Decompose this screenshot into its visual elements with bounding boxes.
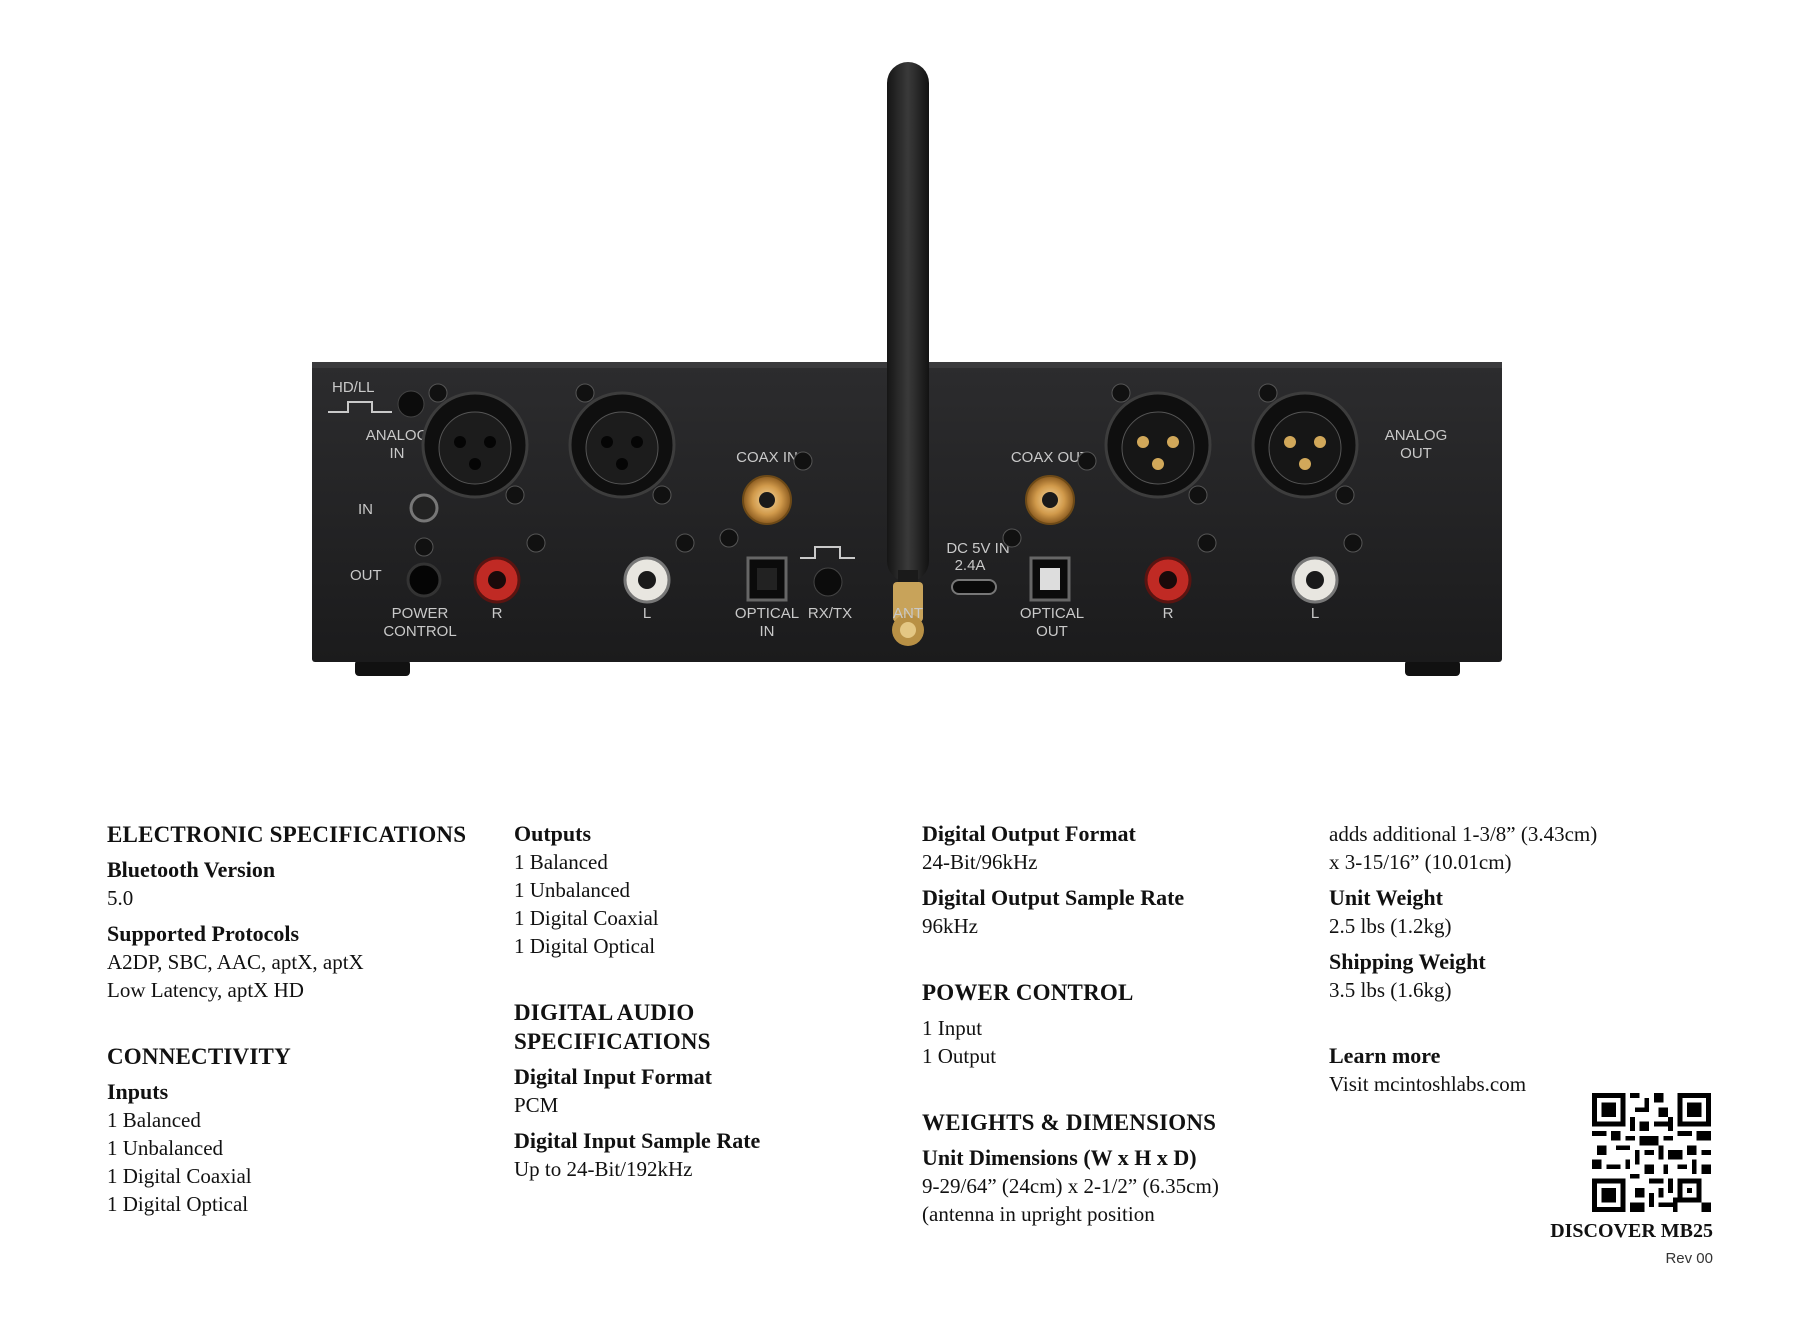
- specs-column-4: adds additional 1-3/8” (3.43cm) x 3-15/1…: [1329, 820, 1749, 1106]
- svg-text:IN: IN: [390, 445, 405, 462]
- shipping-weight-label: Shipping Weight: [1329, 949, 1486, 974]
- section-title-connectivity: CONNECTIVITY: [107, 1044, 291, 1069]
- svg-text:OPTICAL: OPTICAL: [735, 605, 799, 622]
- digital-output-format-label: Digital Output Format: [922, 821, 1136, 846]
- outputs-item: 1 Digital Optical: [514, 934, 656, 958]
- svg-text:OUT: OUT: [350, 567, 382, 584]
- specs-column-1: ELECTRONIC SPECIFICATIONS Bluetooth Vers…: [107, 820, 497, 1226]
- foot-right: [1405, 660, 1460, 676]
- svg-text:2.4A: 2.4A: [955, 557, 986, 574]
- svg-text:IN: IN: [760, 623, 775, 640]
- supported-protocols-value: Low Latency, aptX HD: [107, 978, 304, 1002]
- outputs-item: 1 Digital Coaxial: [514, 906, 659, 930]
- foot-left: [355, 660, 410, 676]
- digital-input-format-label: Digital Input Format: [514, 1064, 712, 1089]
- hdll-button[interactable]: [397, 390, 425, 418]
- svg-text:R: R: [492, 605, 503, 622]
- power-control-out-jack: [406, 562, 442, 598]
- unit-weight-value: 2.5 lbs (1.2kg): [1329, 914, 1452, 938]
- inputs-item: 1 Unbalanced: [107, 1136, 224, 1160]
- svg-text:OPTICAL: OPTICAL: [1020, 605, 1084, 622]
- product-rear-panel-image: HD/LL ANALOG IN IN OUT POWER CONTROL R L…: [300, 50, 1510, 690]
- usb-c-port: [951, 579, 997, 595]
- digital-input-rate-value: Up to 24-Bit/192kHz: [514, 1157, 693, 1181]
- svg-text:COAX OUT: COAX OUT: [1011, 449, 1089, 466]
- inputs-item: 1 Digital Optical: [107, 1192, 249, 1216]
- inputs-label: Inputs: [107, 1079, 169, 1104]
- antenna: [887, 62, 929, 646]
- svg-text:RX/TX: RX/TX: [808, 605, 852, 622]
- section-title-power-control: POWER CONTROL: [922, 980, 1134, 1005]
- qr-code-icon[interactable]: [1592, 1093, 1711, 1212]
- digital-output-rate-label: Digital Output Sample Rate: [922, 885, 1185, 910]
- supported-protocols-label: Supported Protocols: [107, 921, 300, 946]
- power-control-item: 1 Input: [922, 1016, 983, 1040]
- hdll-label: HD/LL: [332, 379, 375, 396]
- inputs-item: 1 Balanced: [107, 1108, 201, 1132]
- revision-label: Rev 00: [1665, 1250, 1713, 1267]
- svg-text:ANT: ANT: [893, 605, 923, 622]
- power-control-item: 1 Output: [922, 1044, 997, 1068]
- svg-text:DC 5V IN: DC 5V IN: [946, 540, 1009, 557]
- outputs-label: Outputs: [514, 821, 592, 846]
- svg-text:ANALOG: ANALOG: [366, 427, 429, 444]
- unit-dimensions-value: (antenna in upright position: [922, 1202, 1155, 1226]
- svg-text:OUT: OUT: [1036, 623, 1068, 640]
- xlr-in-1: [421, 383, 529, 505]
- unit-dimensions-value: 9-29/64” (24cm) x 2-1/2” (6.35cm): [922, 1174, 1219, 1198]
- svg-text:OUT: OUT: [1400, 445, 1432, 462]
- learn-more-link[interactable]: Visit mcintoshlabs.com: [1329, 1072, 1527, 1096]
- power-control-in-jack: [409, 493, 439, 523]
- specs-column-3: Digital Output Format 24-Bit/96kHz Digit…: [922, 820, 1312, 1236]
- svg-text:L: L: [1311, 605, 1319, 622]
- learn-more-label: Learn more: [1329, 1043, 1441, 1068]
- unit-dimensions-value: x 3-15/16” (10.01cm): [1329, 850, 1512, 874]
- svg-text:COAX IN: COAX IN: [736, 449, 798, 466]
- digital-input-format-value: PCM: [514, 1093, 559, 1117]
- bluetooth-version-value: 5.0: [107, 886, 134, 910]
- svg-text:CONTROL: CONTROL: [383, 623, 456, 640]
- svg-text:ANALOG: ANALOG: [1385, 427, 1448, 444]
- shipping-weight-value: 3.5 lbs (1.6kg): [1329, 978, 1452, 1002]
- svg-text:IN: IN: [358, 501, 373, 518]
- outputs-item: 1 Unbalanced: [514, 878, 631, 902]
- xlr-out-1: [1104, 383, 1212, 505]
- digital-input-rate-label: Digital Input Sample Rate: [514, 1128, 761, 1153]
- section-title-digital-audio: DIGITAL AUDIO SPECIFICATIONS: [514, 1000, 711, 1054]
- unit-dimensions-value: adds additional 1-3/8” (3.43cm): [1329, 822, 1598, 846]
- mb25-rear-illustration: HD/LL ANALOG IN IN OUT POWER CONTROL R L…: [312, 62, 1502, 676]
- unit-dimensions-label: Unit Dimensions (W x H x D): [922, 1145, 1197, 1170]
- digital-output-format-value: 24-Bit/96kHz: [922, 850, 1038, 874]
- svg-text:L: L: [643, 605, 651, 622]
- svg-text:POWER: POWER: [392, 605, 449, 622]
- xlr-in-2: [568, 383, 676, 505]
- supported-protocols-value: A2DP, SBC, AAC, aptX, aptX: [107, 950, 364, 974]
- digital-output-rate-value: 96kHz: [922, 914, 978, 938]
- inputs-item: 1 Digital Coaxial: [107, 1164, 252, 1188]
- outputs-item: 1 Balanced: [514, 850, 608, 874]
- discover-label: DISCOVER MB25: [1550, 1220, 1713, 1242]
- rxtx-button[interactable]: [813, 567, 843, 597]
- specs-column-2: Outputs 1 Balanced 1 Unbalanced 1 Digita…: [514, 820, 894, 1191]
- section-title-weights: WEIGHTS & DIMENSIONS: [922, 1110, 1217, 1135]
- bluetooth-version-label: Bluetooth Version: [107, 857, 276, 882]
- svg-text:R: R: [1163, 605, 1174, 622]
- unit-weight-label: Unit Weight: [1329, 885, 1443, 910]
- xlr-out-2: [1251, 383, 1359, 505]
- section-title-electronic: ELECTRONIC SPECIFICATIONS: [107, 822, 467, 847]
